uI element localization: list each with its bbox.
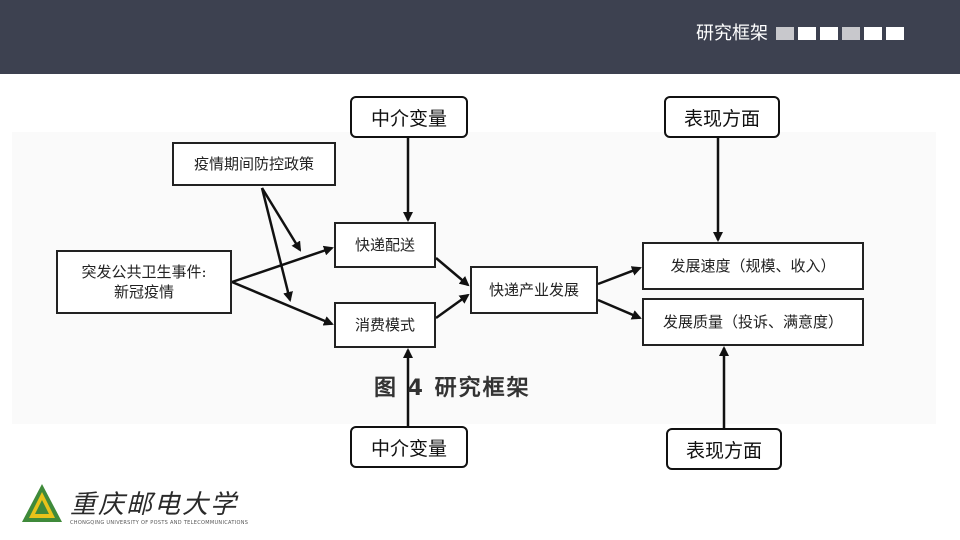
node-speed-label: 发展速度（规模、收入） — [670, 257, 836, 275]
arrow-delivery-industry — [435, 257, 470, 287]
university-subtitle: CHONGQING UNIVERSITY OF POSTS AND TELECO… — [70, 520, 249, 526]
arrow-event-delivery — [231, 245, 334, 284]
node-delivery-label: 快递配送 — [354, 236, 415, 254]
node-industry-label: 快递产业发展 — [488, 281, 579, 299]
university-logo-icon — [22, 484, 62, 522]
callout-aspect-bottom: 表现方面 — [666, 428, 782, 470]
node-quality: 发展质量（投诉、满意度） — [642, 298, 864, 346]
deco-square — [864, 27, 882, 40]
callout-aspect-bottom-label: 表现方面 — [685, 439, 762, 462]
node-speed: 发展速度（规模、收入） — [642, 242, 864, 290]
node-industry: 快递产业发展 — [470, 266, 598, 314]
node-policy: 疫情期间防控政策 — [172, 142, 336, 186]
node-event-line1: 突发公共卫生事件: — [81, 263, 207, 281]
arrow-industry-speed — [597, 266, 642, 286]
callout-mediator-bottom-label: 中介变量 — [370, 437, 447, 460]
callout-mediator-top: 中介变量 — [350, 96, 468, 138]
node-policy-label: 疫情期间防控政策 — [193, 155, 314, 173]
diagram-caption: 图 4 研究框架 — [374, 376, 531, 401]
callout-aspect-top: 表现方面 — [664, 96, 780, 138]
deco-square — [820, 27, 838, 40]
callout-mediator-bottom: 中介变量 — [350, 426, 468, 468]
header-bar: 研究框架 — [0, 0, 960, 74]
node-consumption-label: 消费模式 — [354, 316, 415, 334]
arrow-policy-delivery — [260, 187, 302, 252]
node-delivery: 快递配送 — [334, 222, 436, 268]
deco-square — [886, 27, 904, 40]
university-name: 重庆邮电大学 — [70, 490, 239, 520]
page-title: 研究框架 — [696, 23, 768, 44]
deco-square — [798, 27, 816, 40]
header-decoration — [776, 27, 904, 40]
node-event-line2: 新冠疫情 — [113, 283, 174, 301]
arrow-event-consumption — [231, 280, 334, 326]
arrow-policy-consumption — [260, 187, 293, 302]
arrow-industry-quality — [597, 298, 642, 320]
deco-square — [842, 27, 860, 40]
callout-mediator-top-label: 中介变量 — [370, 107, 447, 130]
arrow-consumption-industry — [435, 293, 470, 320]
callout-aspect-top-label: 表现方面 — [683, 107, 760, 130]
node-consumption: 消费模式 — [334, 302, 436, 348]
node-quality-label: 发展质量（投诉、满意度） — [662, 313, 843, 331]
deco-square — [776, 27, 794, 40]
node-event: 突发公共卫生事件: 新冠疫情 — [56, 250, 232, 314]
